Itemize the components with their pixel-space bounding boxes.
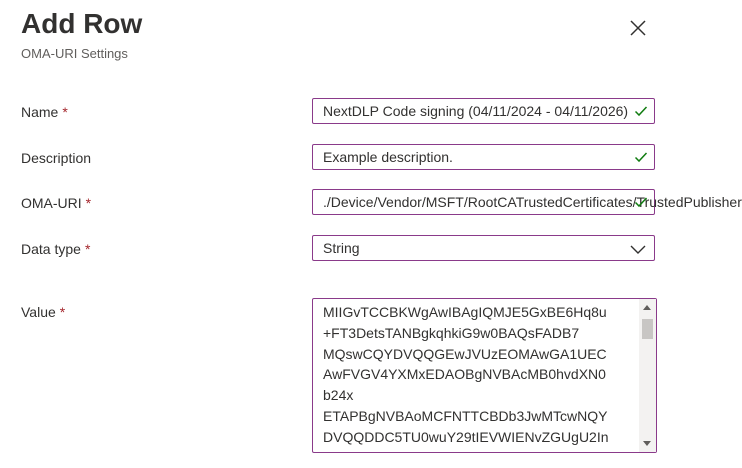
value-textarea[interactable]: MIIGvTCCBKWgAwIBAgIQMJE5GxBE6Hq8u +FT3Det… [312,298,657,453]
value-line: DVQQDDC5TU0wuY29tIEVWIENvZGUgU2In [323,428,609,445]
checkmark-icon [634,106,648,117]
name-label: Name* [21,104,68,120]
value-label: Value* [21,304,66,320]
chevron-down-icon [630,245,646,254]
value-line: MIIGvTCCBKWgAwIBAgIQMJE5GxBE6Hq8u [323,304,607,320]
required-marker: * [62,104,68,120]
description-input[interactable]: Example description. [312,144,655,170]
panel-subtitle: OMA-URI Settings [21,46,128,61]
required-marker: * [85,195,92,211]
value-line: +FT3DetsTANBgkqhkiG9w0BAQsFADB7 [323,324,580,341]
data-type-label: Data type* [21,241,91,257]
value-line: AwFVGV4YXMxEDAOBgNVBAcMB0hvdXN0 [323,366,606,383]
required-marker: * [84,241,91,257]
data-type-dropdown[interactable]: String [312,235,655,261]
description-value: Example description. [323,149,453,165]
oma-uri-label: OMA-URI* [21,195,92,211]
scroll-down-icon[interactable] [643,441,651,446]
name-value: NextDLP Code signing (04/11/2024 - 04/11… [323,103,629,119]
checkmark-icon [634,197,648,208]
required-marker: * [59,304,66,320]
scroll-up-icon[interactable] [643,305,651,310]
scroll-thumb[interactable] [642,319,653,339]
value-line: ETAPBgNVBAoMCFNTTCBDb3JwMTcwNQY [323,407,608,424]
data-type-value: String [323,240,360,256]
description-label: Description [21,150,92,166]
checkmark-icon [634,152,648,163]
value-text: MIIGvTCCBKWgAwIBAgIQMJE5GxBE6Hq8u +FT3Det… [323,302,636,448]
value-line: b24x [323,387,354,404]
oma-uri-input[interactable]: ./Device/Vendor/MSFT/RootCATrustedCertif… [312,189,742,215]
name-input[interactable]: NextDLP Code signing (04/11/2024 - 04/11… [312,98,655,124]
value-scrollbar[interactable] [639,299,656,452]
close-icon [630,20,646,36]
panel-title: Add Row [21,8,143,39]
oma-uri-value: ./Device/Vendor/MSFT/RootCATrustedCertif… [323,194,742,210]
value-line: MQswCQYDVQQGEwJVUzEOMAwGA1UEC [323,345,607,362]
close-button[interactable] [626,16,650,40]
